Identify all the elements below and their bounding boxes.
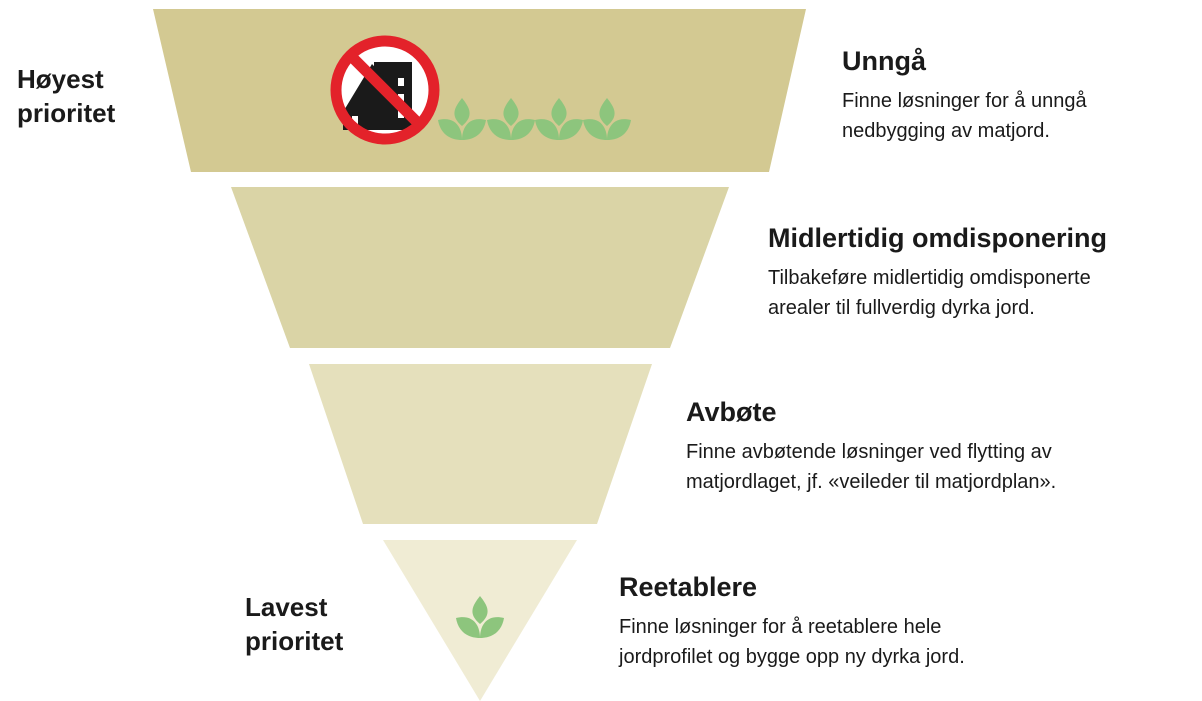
description-line: nedbygging av matjord.	[842, 120, 1050, 142]
highest-priority-word-1: Høyest	[17, 64, 104, 94]
description-line: Finne avbøtende løsninger ved flytting a…	[686, 441, 1052, 463]
step-title: Unngå	[842, 46, 926, 76]
lowest-priority-label: Lavest prioritet	[245, 590, 343, 658]
step-unnga: Unngå Finne løsninger for å unngå nedbyg…	[842, 44, 1087, 146]
tier-avbote	[309, 364, 652, 524]
highest-priority-label: Høyest prioritet	[17, 62, 115, 130]
description-line: matjordlaget, jf. «veileder til matjordp…	[686, 471, 1057, 493]
step-description: Tilbakeføre midlertidig omdisponerte are…	[768, 263, 1107, 323]
description-line: Finne løsninger for å reetablere hele	[619, 616, 942, 638]
step-description: Finne løsninger for å unngå nedbygging a…	[842, 86, 1087, 146]
lowest-priority-word-1: Lavest	[245, 592, 328, 622]
step-avbote: Avbøte Finne avbøtende løsninger ved fly…	[686, 395, 1056, 497]
step-title: Midlertidig omdisponering	[768, 223, 1107, 253]
description-line: Finne løsninger for å unngå	[842, 90, 1087, 112]
no-building-icon	[330, 35, 440, 145]
step-title: Reetablere	[619, 572, 758, 602]
lowest-priority-word-2: prioritet	[245, 626, 344, 656]
description-line: Tilbakeføre midlertidig omdisponerte	[768, 267, 1091, 289]
step-title: Avbøte	[686, 397, 777, 427]
tier-unnga	[153, 9, 806, 172]
highest-priority-word-2: prioritet	[17, 98, 116, 128]
tier-midlertidig	[231, 187, 729, 348]
step-midlertidig-omdisponering: Midlertidig omdisponering Tilbakeføre mi…	[768, 221, 1107, 323]
description-line: jordprofilet og bygge opp ny dyrka jord.	[619, 646, 965, 668]
step-description: Finne avbøtende løsninger ved flytting a…	[686, 437, 1056, 497]
description-line: arealer til fullverdig dyrka jord.	[768, 297, 1035, 319]
step-reetablere: Reetablere Finne løsninger for å reetabl…	[619, 570, 965, 672]
step-description: Finne løsninger for å reetablere hele jo…	[619, 612, 965, 672]
